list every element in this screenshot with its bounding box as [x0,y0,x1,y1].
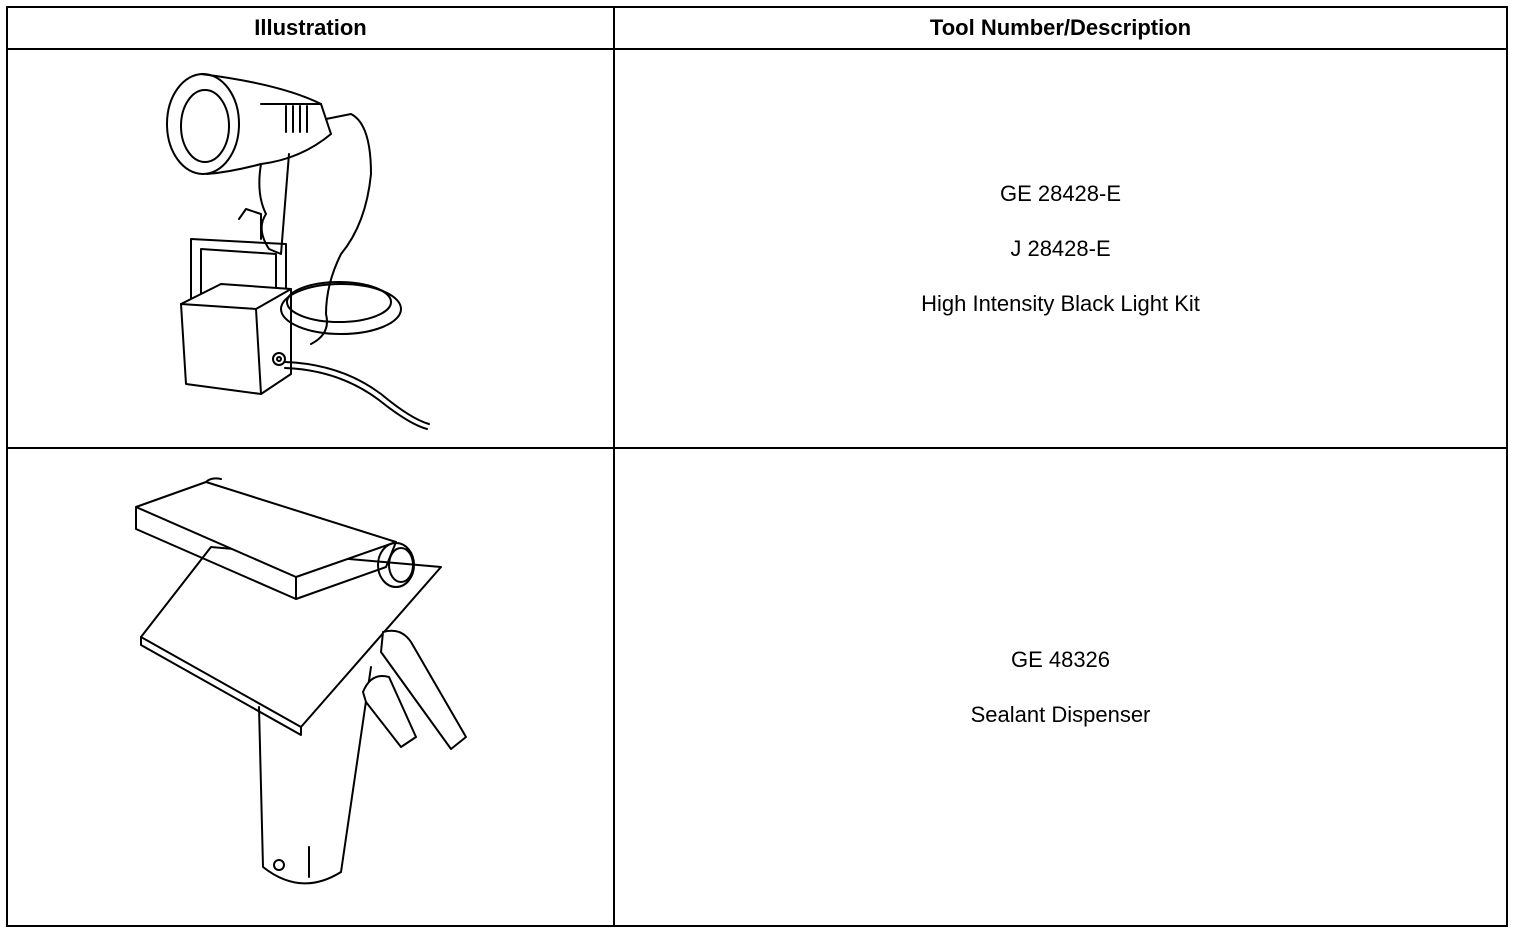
table-row: GE 28428-E J 28428-E High Intensity Blac… [6,48,1508,449]
illustration-cell [6,447,615,927]
black-light-kit-icon [165,72,430,430]
tool-description: Sealant Dispenser [970,702,1151,727]
sealant-dispenser-icon [134,477,467,885]
tool-number-ge: GE 48326 [1010,647,1111,672]
table-row: GE 48326 Sealant Dispenser [6,447,1508,927]
description-cell: GE 48326 Sealant Dispenser [613,447,1508,927]
table-header-row: Illustration Tool Number/Description [6,6,1508,50]
tool-number-j: J 28428-E [1010,236,1111,261]
header-tool-description: Tool Number/Description [613,6,1508,50]
tool-description: High Intensity Black Light Kit [921,291,1200,316]
description-cell: GE 28428-E J 28428-E High Intensity Blac… [613,48,1508,449]
tool-table: Illustration Tool Number/Description [6,6,1508,927]
tool-number-ge: GE 28428-E [999,181,1122,206]
header-illustration: Illustration [6,6,615,50]
illustration-cell [6,48,615,449]
